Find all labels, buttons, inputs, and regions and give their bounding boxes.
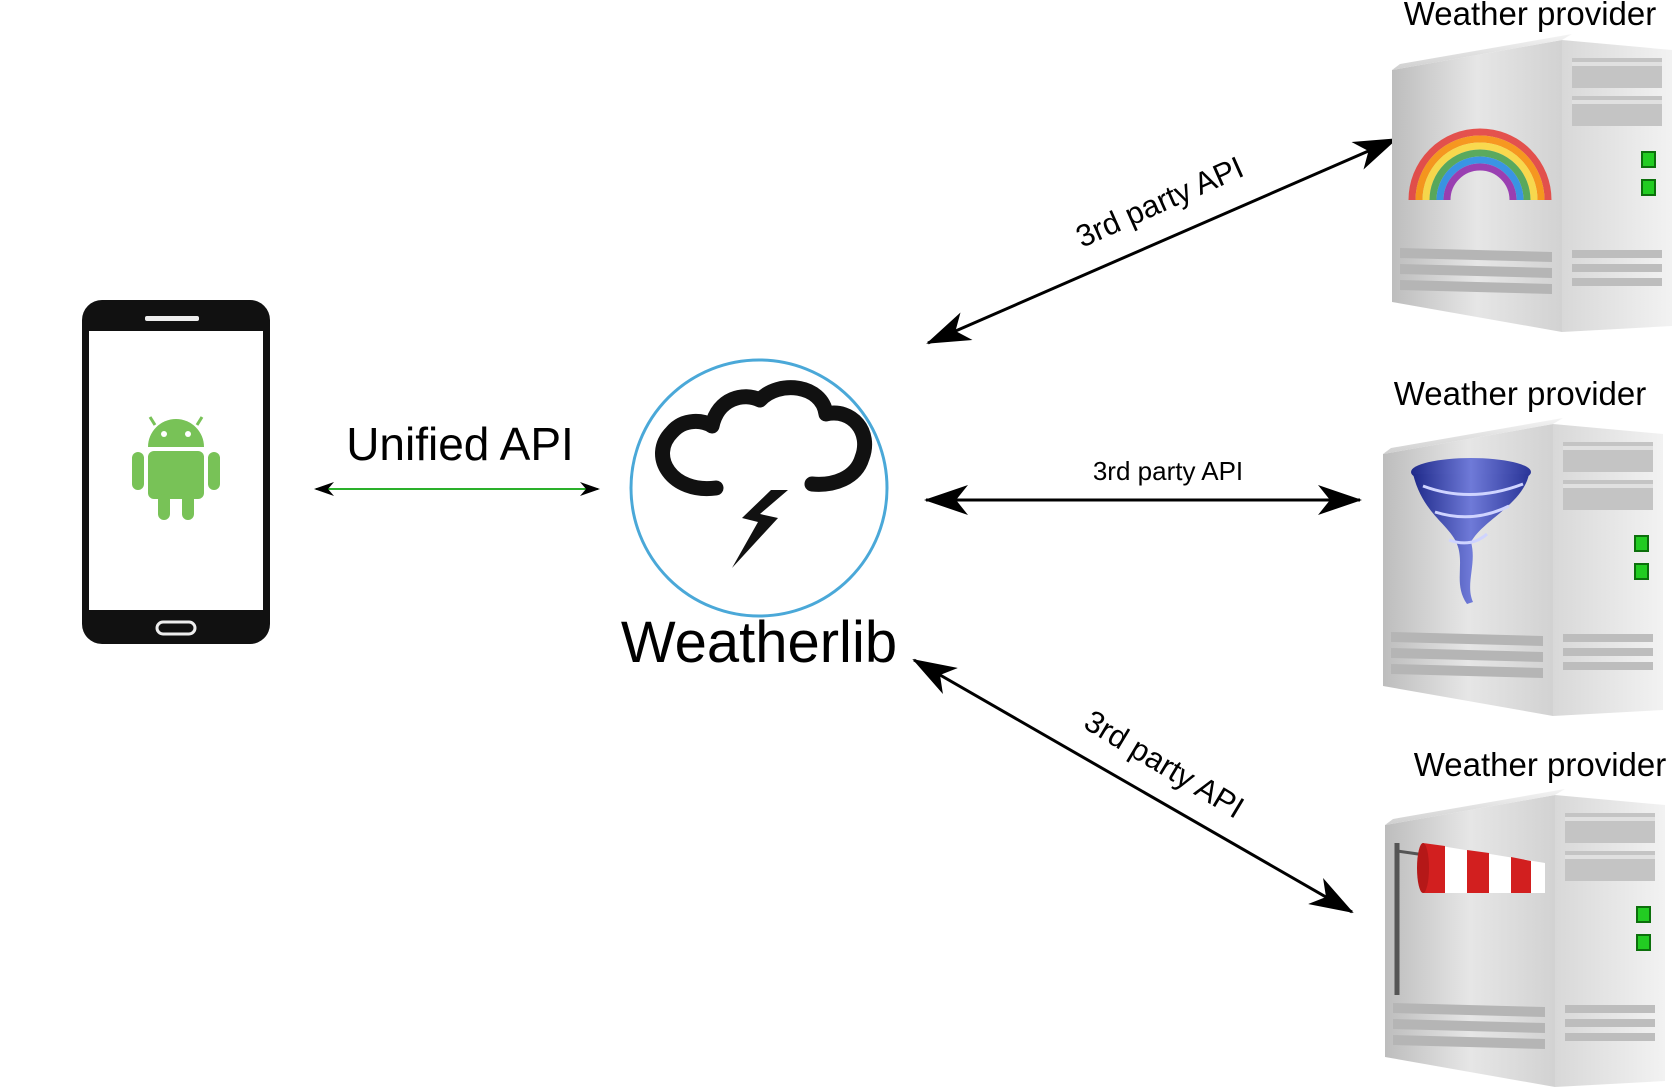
provider-3-arrow [912, 658, 1354, 914]
weatherlib-hub: Weatherlib [621, 358, 897, 675]
server-3-led-2 [1636, 934, 1651, 951]
provider-3-api-label: 3rd party API [1078, 703, 1250, 825]
android-icon [132, 416, 220, 520]
provider-3: Weather provider [1385, 746, 1666, 1087]
android-phone [82, 300, 270, 644]
unified-api-label: Unified API [346, 418, 574, 470]
server-1-icon [1392, 34, 1672, 332]
provider-2: Weather provider [1383, 375, 1663, 716]
phone-speaker [145, 316, 199, 321]
provider-1: Weather provider [1392, 0, 1672, 332]
provider-1-title: Weather provider [1404, 0, 1657, 32]
hub-label: Weatherlib [621, 610, 897, 675]
server-2-led-1 [1634, 535, 1649, 552]
storm-cloud-icon [655, 380, 873, 568]
provider-2-api-label: 3rd party API [1093, 456, 1243, 486]
provider-3-title: Weather provider [1414, 746, 1667, 783]
provider-2-title: Weather provider [1394, 375, 1647, 412]
server-1-led-2 [1641, 179, 1656, 196]
rainbow-icon [1408, 128, 1552, 201]
server-2-led-2 [1634, 563, 1649, 580]
provider-1-api-label: 3rd party API [1071, 150, 1249, 255]
tornado-icon [1411, 458, 1531, 604]
provider-1-arrow [926, 137, 1398, 345]
server-3-icon [1385, 789, 1665, 1087]
server-2-icon [1383, 418, 1663, 716]
phone-home-button [155, 620, 197, 636]
server-1-led-1 [1641, 151, 1656, 168]
server-3-led-1 [1636, 906, 1651, 923]
windsock-icon [1394, 843, 1545, 995]
